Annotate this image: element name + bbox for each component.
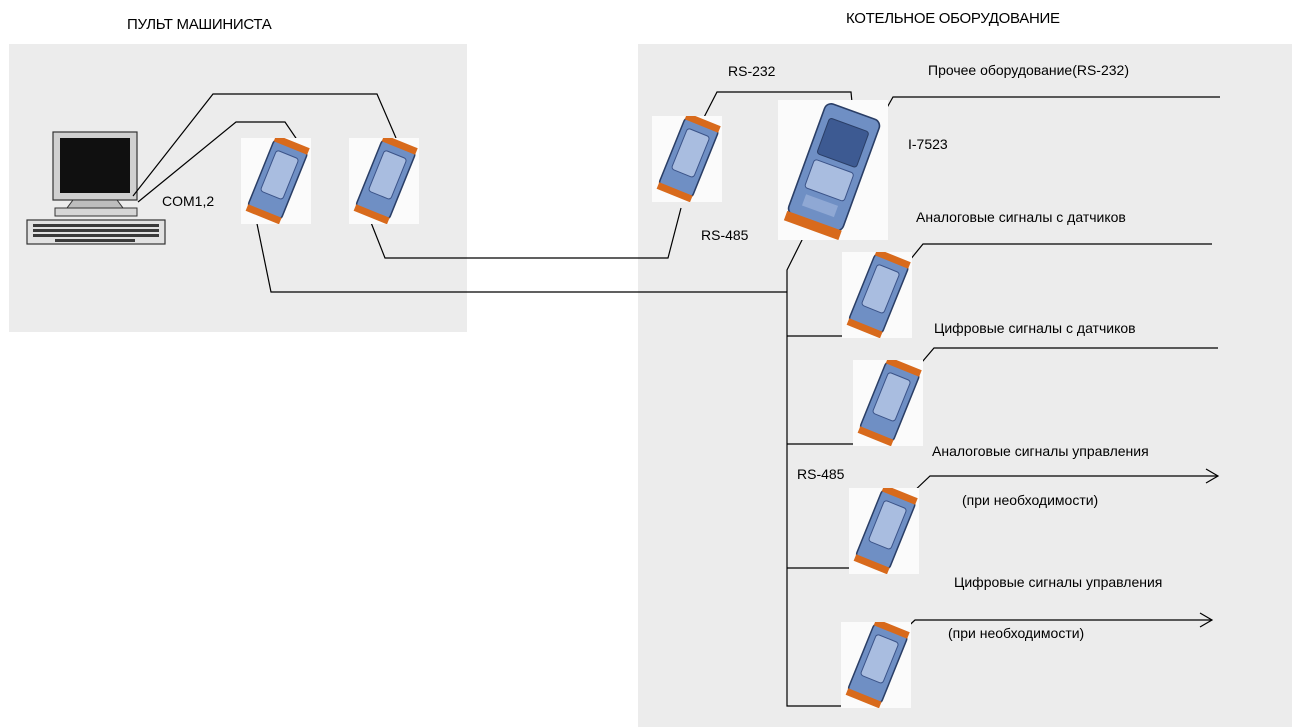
digital-control-label: Цифровые сигналы управления <box>954 574 1163 590</box>
console-converter-right <box>349 138 419 224</box>
console-converter-left <box>241 138 311 224</box>
rs485-label-top: RS-485 <box>701 227 749 243</box>
rs485-label-bottom: RS-485 <box>797 466 845 482</box>
analog-control-label: Аналоговые сигналы управления <box>932 443 1149 459</box>
i7523-label: I-7523 <box>908 136 948 152</box>
rs232-label: RS-232 <box>728 63 776 79</box>
wire-other-equipment <box>875 96 1220 128</box>
boiler-rs232-converter <box>652 116 722 202</box>
wire-digital-sensors <box>910 347 1218 376</box>
analog-sensors-label: Аналоговые сигналы с датчиков <box>916 209 1126 225</box>
boiler-equipment-zone <box>638 44 1292 727</box>
analog-input-module <box>842 252 912 338</box>
com-port-label: COM1,2 <box>162 193 215 209</box>
wire-left-converter-bus <box>254 213 787 293</box>
boiler-equipment-title: КОТЕЛЬНОЕ ОБОРУДОВАНИЕ <box>846 10 1060 27</box>
wire-analog-sensors <box>900 243 1212 272</box>
wire-console-to-boiler-converter <box>369 207 682 259</box>
wire-rs485-bus <box>786 231 855 707</box>
digital-control-note: (при необходимости) <box>948 625 1085 641</box>
i7523-module <box>778 100 888 240</box>
digital-input-module <box>853 360 923 446</box>
wire-pc-to-converter-right <box>132 93 397 197</box>
digital-sensors-label: Цифровые сигналы с датчиков <box>934 320 1136 336</box>
operator-console-title: ПУЛЬТ МАШИНИСТА <box>127 16 272 33</box>
wire-pc-to-converter-left <box>137 121 303 203</box>
analog-control-note: (при необходимости) <box>962 492 1099 508</box>
computer-icon <box>26 131 166 245</box>
digital-output-module <box>841 622 911 708</box>
other-equipment-label: Прочее оборудование(RS-232) <box>928 62 1129 78</box>
analog-output-module <box>849 488 919 574</box>
